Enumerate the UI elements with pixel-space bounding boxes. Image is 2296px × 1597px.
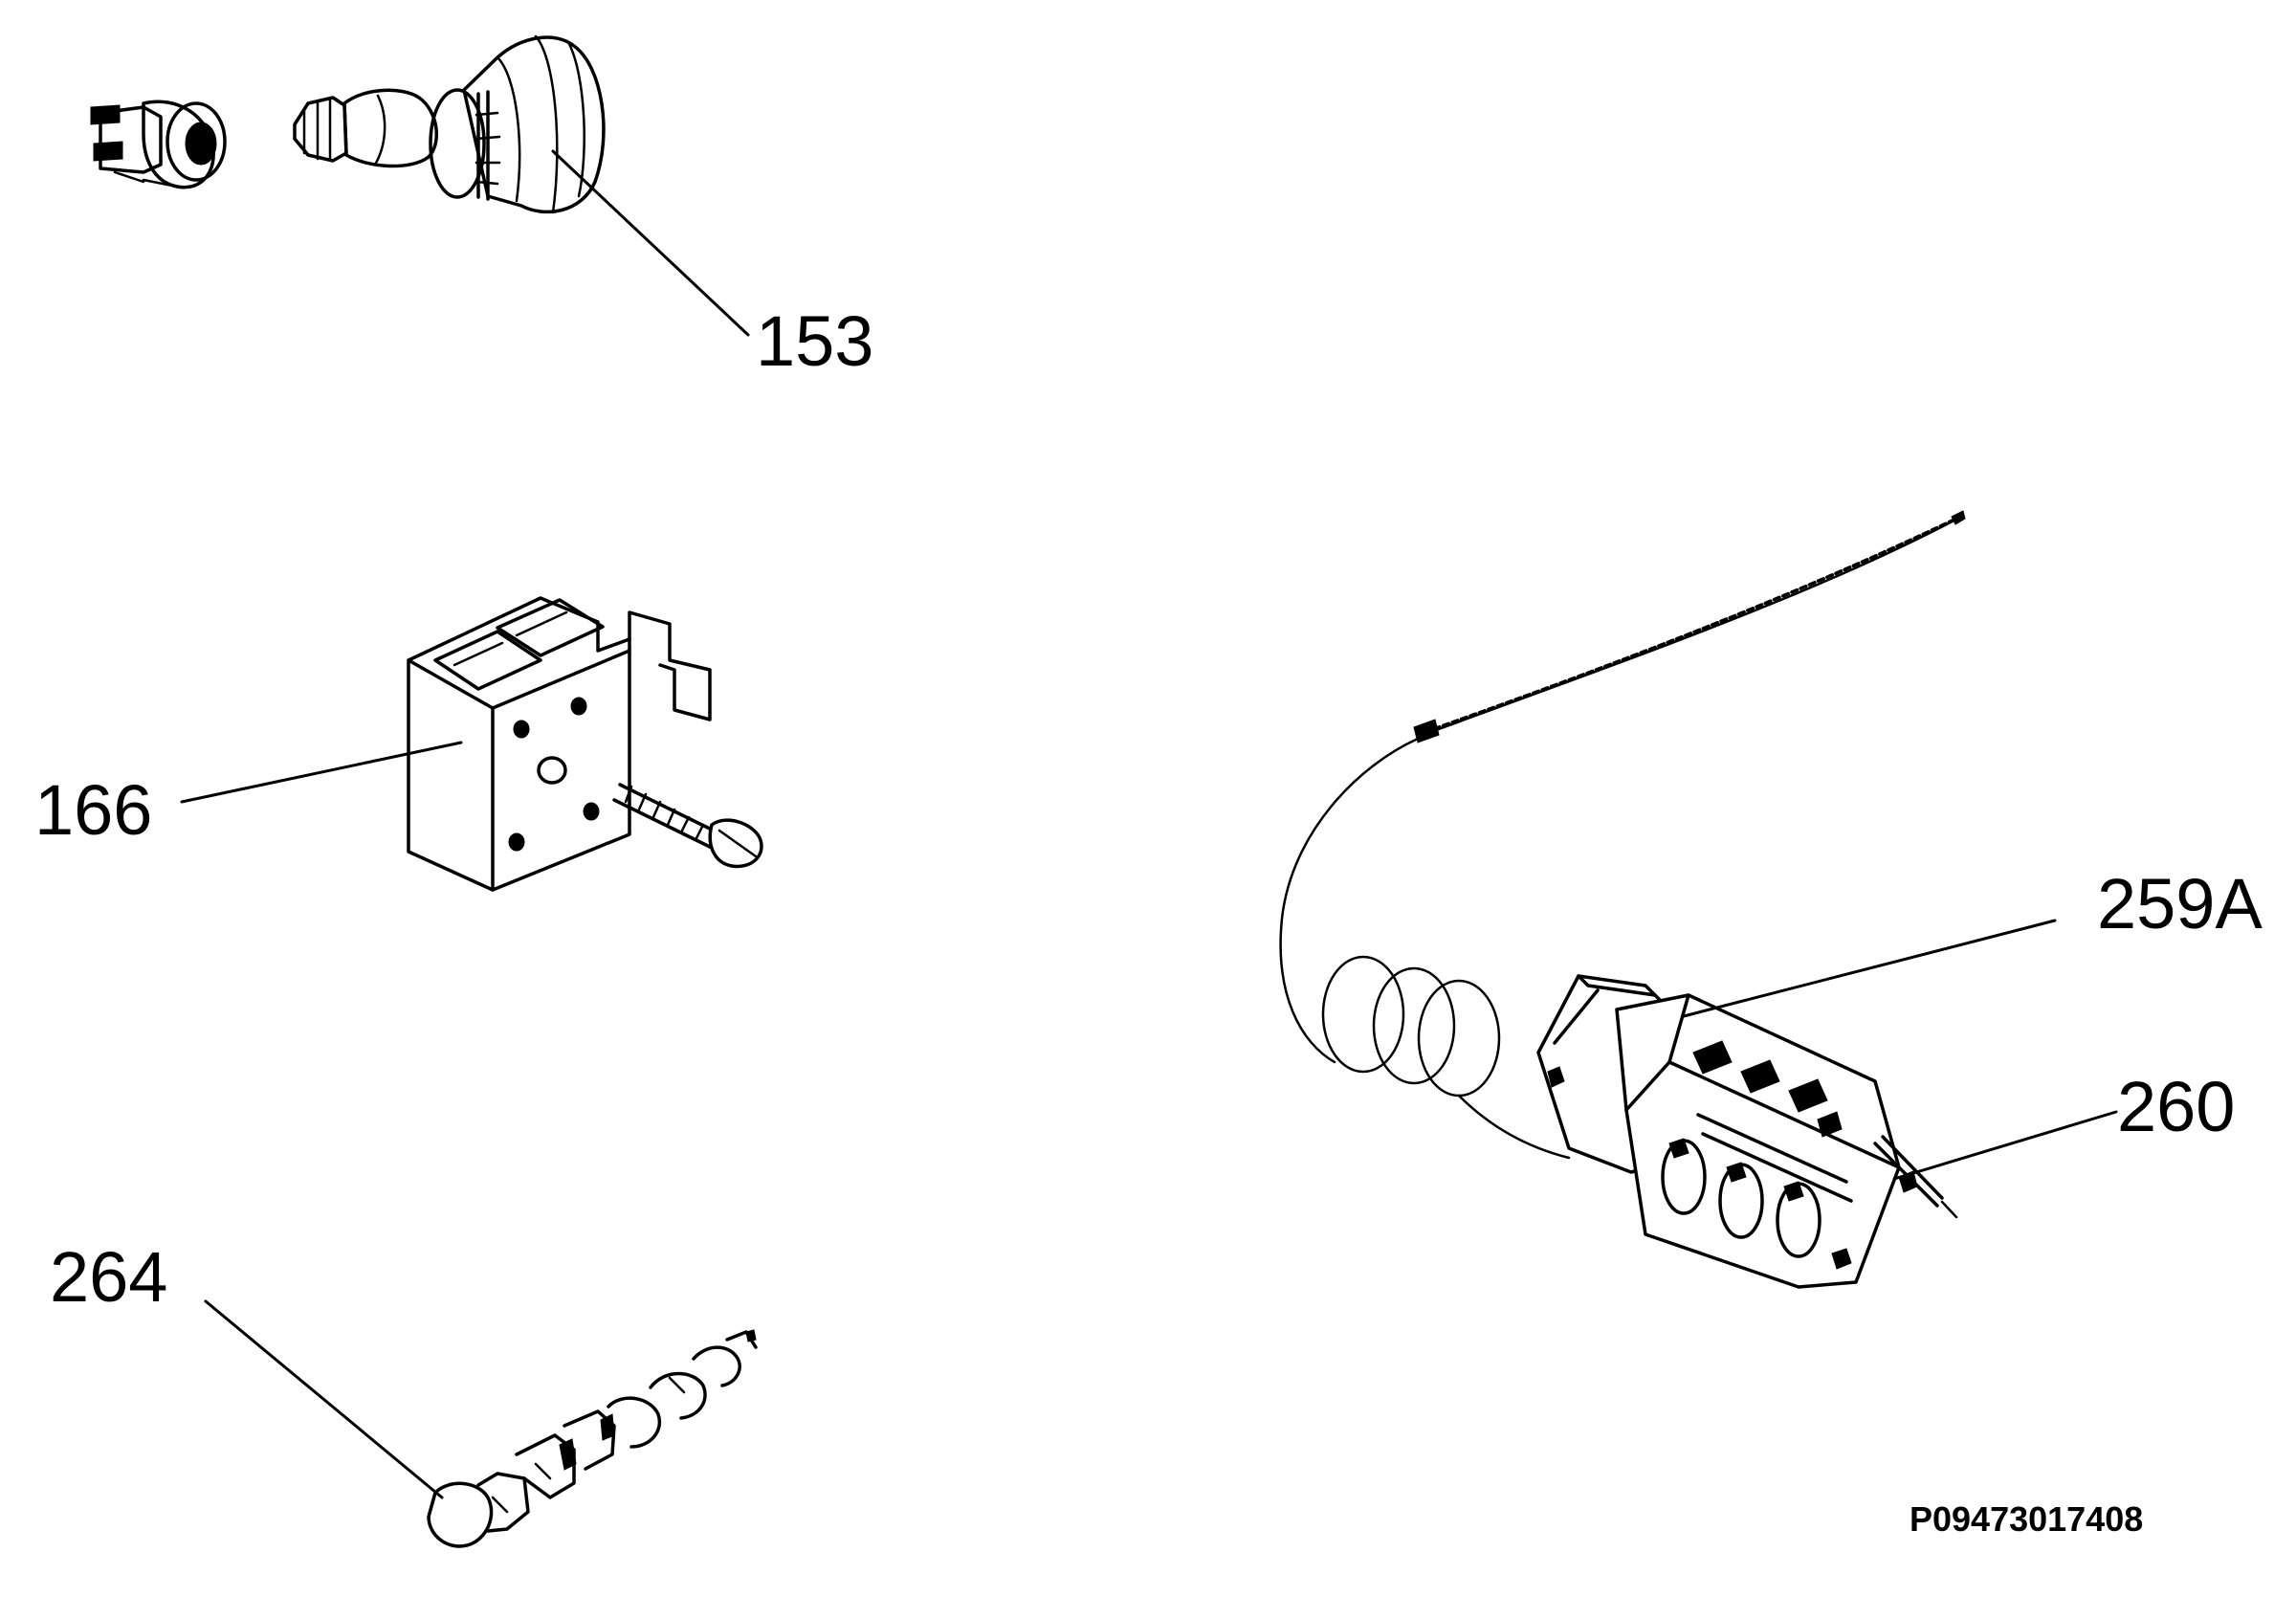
terminal-screw-drawing [612, 783, 763, 869]
callout-153: 153 [756, 301, 873, 381]
callout-166: 166 [34, 770, 152, 850]
thermostat-body-drawing [1536, 974, 1901, 1289]
spindle-drawing [427, 1329, 758, 1548]
leader-line-153 [551, 149, 750, 337]
lamp-bulb-drawing [293, 88, 438, 168]
part-259a-thermostat: 259A 260 [1279, 510, 2263, 1289]
leader-line-259a [1682, 919, 2057, 1018]
part-166-terminal-block: 166 [34, 596, 763, 892]
lamp-glass-cover-drawing [429, 34, 606, 214]
leader-line-166 [180, 741, 463, 804]
capillary-tube-drawing [1279, 737, 1571, 1160]
part-153-lamp-assembly: 153 [90, 34, 873, 381]
leader-line-264 [204, 1299, 444, 1499]
callout-259a: 259A [2097, 864, 2263, 943]
callout-264: 264 [50, 1237, 167, 1317]
lamp-holder-drawing [90, 100, 227, 189]
diagram-reference-code: P09473017408 [1910, 1499, 2143, 1539]
callout-260: 260 [2117, 1067, 2235, 1146]
terminal-block-drawing [407, 596, 712, 892]
part-264-spindle: 264 [50, 1237, 758, 1548]
leader-line-260 [1892, 1110, 2118, 1181]
capillary-sensor-drawing [1413, 510, 1966, 743]
